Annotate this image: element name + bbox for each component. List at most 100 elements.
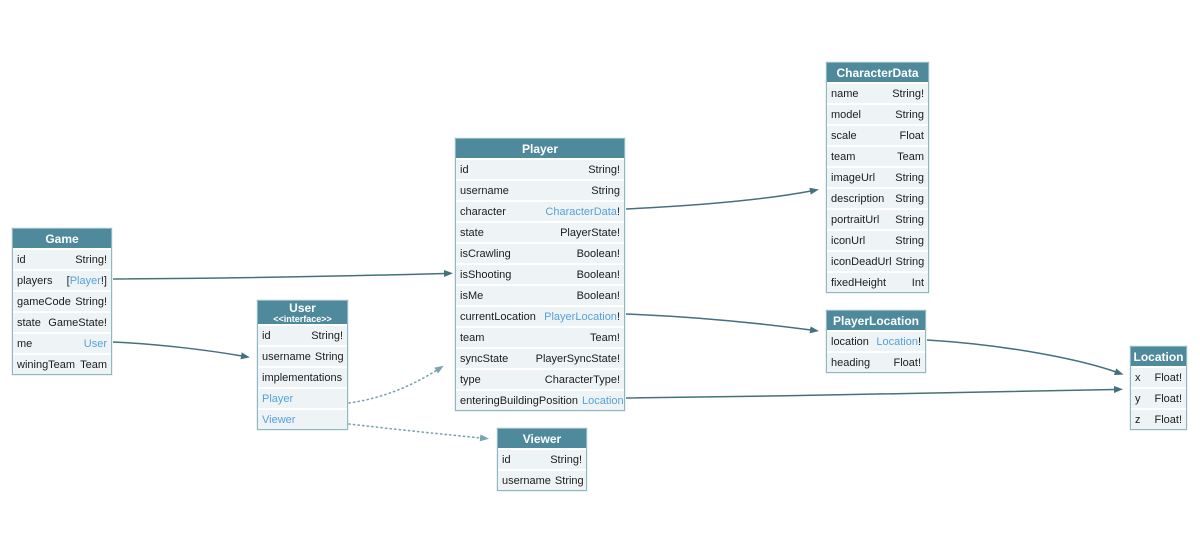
type-link-CharacterData[interactable]: CharacterData bbox=[545, 205, 617, 218]
type-text: Boolean! bbox=[576, 247, 620, 260]
edge-User.Viewer-to-Viewer bbox=[348, 423, 489, 442]
field-name: syncState bbox=[460, 352, 509, 365]
table-header-characterData[interactable]: CharacterData bbox=[827, 63, 928, 82]
field-row-player-state[interactable]: state PlayerState! bbox=[456, 223, 624, 242]
field-name: model bbox=[831, 108, 861, 121]
field-type: Int bbox=[912, 277, 924, 289]
table-header-user[interactable]: User<<interface>> bbox=[258, 301, 347, 324]
field-row-user-implementations[interactable]: implementations bbox=[258, 368, 347, 387]
type-link-Location[interactable]: Location bbox=[582, 394, 624, 407]
field-type: Team bbox=[897, 151, 924, 163]
field-type: String bbox=[896, 256, 925, 268]
table-title: CharacterData bbox=[836, 65, 919, 80]
type-link-Player[interactable]: Player bbox=[262, 392, 294, 405]
field-row-player-syncState[interactable]: syncState PlayerSyncState! bbox=[456, 349, 624, 368]
field-row-characterData-model[interactable]: model String bbox=[827, 105, 928, 124]
field-name: location bbox=[831, 335, 869, 348]
type-text: ! bbox=[616, 205, 620, 218]
field-type: String bbox=[895, 109, 924, 121]
field-name: iconUrl bbox=[831, 234, 866, 247]
table-title: PlayerLocation bbox=[832, 313, 920, 328]
field-row-player-isCrawling[interactable]: isCrawling Boolean! bbox=[456, 244, 624, 263]
type-text: !] bbox=[100, 274, 107, 287]
type-text: CharacterType! bbox=[544, 373, 620, 386]
type-text: Float! bbox=[1154, 392, 1182, 405]
field-type: String bbox=[895, 193, 924, 205]
type-link-Viewer[interactable]: Viewer bbox=[262, 413, 296, 426]
field-type: String bbox=[895, 235, 924, 247]
edge-PlayerLocation.location-to-Location bbox=[926, 339, 1124, 375]
field-row-game-players[interactable]: players[Player!] bbox=[13, 271, 111, 290]
type-link-User[interactable]: User bbox=[83, 337, 107, 350]
field-name: isCrawling bbox=[460, 247, 511, 260]
field-row-characterData-description[interactable]: description String bbox=[827, 189, 928, 208]
field-name: portraitUrl bbox=[831, 213, 880, 226]
field-type: String bbox=[315, 351, 344, 363]
type-text: Boolean! bbox=[576, 268, 620, 281]
edge-Game.players-to-Player bbox=[112, 270, 453, 280]
field-name: id bbox=[17, 253, 26, 266]
field-row-characterData-iconUrl[interactable]: iconUrl String bbox=[827, 231, 928, 250]
field-row-user-Player[interactable]: Player bbox=[258, 389, 347, 408]
field-name: state bbox=[460, 226, 484, 239]
type-link-PlayerLocation[interactable]: PlayerLocation bbox=[544, 310, 617, 323]
type-text: String bbox=[895, 255, 925, 268]
field-row-game-gameCode[interactable]: gameCode String! bbox=[13, 292, 111, 311]
table-header-player[interactable]: Player bbox=[456, 139, 624, 158]
table-header-location[interactable]: Location bbox=[1131, 347, 1186, 366]
type-text: String! bbox=[550, 453, 582, 466]
table-title: Location bbox=[1133, 349, 1184, 364]
field-name: team bbox=[460, 331, 485, 344]
type-text: PlayerState! bbox=[560, 226, 620, 239]
field-type: String bbox=[895, 214, 924, 226]
type-link-Location[interactable]: Location bbox=[876, 335, 918, 348]
field-type: PlayerSyncState! bbox=[536, 353, 620, 365]
field-name: character bbox=[460, 205, 506, 218]
field-row-characterData-portraitUrl[interactable]: portraitUrl String bbox=[827, 210, 928, 229]
table-header-game[interactable]: Game bbox=[13, 229, 111, 248]
type-text: Team bbox=[80, 358, 107, 371]
field-row-player-character[interactable]: character CharacterData! bbox=[456, 202, 624, 221]
field-name: gameCode bbox=[17, 295, 71, 308]
field-type: String! bbox=[75, 296, 107, 308]
type-text: Float! bbox=[893, 356, 921, 369]
table-header-viewer[interactable]: Viewer bbox=[498, 429, 586, 448]
table-header-playerLocation[interactable]: PlayerLocation bbox=[827, 311, 925, 330]
type-text: String! bbox=[892, 87, 924, 100]
field-row-user-Viewer[interactable]: Viewer bbox=[258, 410, 347, 429]
type-link-Player[interactable]: Player bbox=[69, 274, 101, 287]
field-name: id bbox=[262, 329, 271, 342]
field-name: description bbox=[831, 192, 885, 205]
field-type: String! bbox=[892, 88, 924, 100]
